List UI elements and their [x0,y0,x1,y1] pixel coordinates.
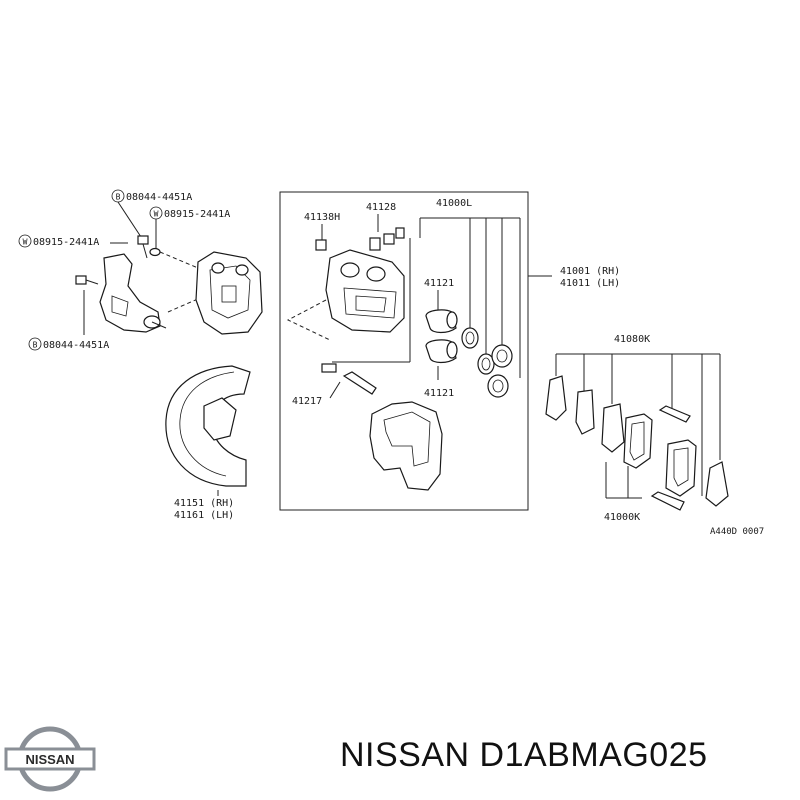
label-41138h: 41138H [304,212,340,223]
label-08915-2441a-top: 08915-2441A [164,209,230,220]
label-08915-2441a-left: 08915-2441A [33,237,99,248]
circled-letter-b-2: B [33,341,38,350]
label-41161-lh: 41161 (LH) [174,510,234,521]
label-41000l: 41000L [436,198,472,209]
caliper-bracket [369,401,443,491]
leader-41080k [555,353,721,496]
guide-pin-41217 [321,363,377,395]
pad-clip-lower [650,491,685,511]
steering-knuckle [99,253,167,333]
label-41080k: 41080K [614,334,650,345]
callout-41217: 41217 [292,381,341,407]
caliper-pin-bolts [369,214,405,251]
shim-far-right [705,461,729,507]
callout-08915-left: W 08915-2441A [18,234,128,248]
callout-08915-top: W 08915-2441A [149,206,230,248]
circled-letter-w-2: W [23,238,28,247]
splash-shield [165,365,251,487]
label-41000k: 41000K [604,512,640,523]
callout-caliper-assy: 41001 (RH) 41011 (LH) [528,266,620,289]
leader-41000k: 41000K [604,462,642,523]
piston-lower [425,339,458,364]
piston-boot-lower [487,374,509,398]
piston-boot-upper [491,344,513,368]
label-08044-4451a-top: 08044-4451A [126,192,192,203]
piston-upper [425,309,458,334]
caliper-body [325,249,405,333]
bleeder-screw [315,224,327,251]
label-08044-4451a-bottom: 08044-4451A [43,340,109,351]
caliper-exploded-frame [279,191,529,511]
callout-08044-top: B 08044-4451A [111,189,192,241]
callout-08044-bottom: B 08044-4451A [28,290,109,351]
washer-upper [149,247,161,257]
label-41121-bottom: 41121 [424,388,454,399]
label-41217: 41217 [292,396,322,407]
circled-letter-w: W [154,210,159,219]
callout-splash-shield: 41151 (RH) 41161 (LH) [174,490,234,521]
shim-inner [575,389,595,435]
bolt-lower [75,275,99,285]
shim-outer [545,375,567,421]
bolt-upper [137,235,149,259]
pad-clip-upper [658,405,691,423]
label-41001-rh: 41001 (RH) [560,266,620,277]
caliper-assembly-installed [195,251,263,335]
pad-outer [601,403,625,453]
brake-pad-rear [665,439,697,497]
circled-letter-b: B [116,193,121,202]
label-41121-top: 41121 [424,278,454,289]
label-41128: 41128 [366,202,396,213]
part-number-caption: NISSAN D1ABMAG025 [340,736,708,774]
diagram-code: A440D 0007 [710,527,764,537]
nissan-logo: NISSAN [4,726,96,792]
piston-seal-lower [477,353,495,375]
leader-41000l [332,217,521,378]
logo-text: NISSAN [25,752,74,767]
piston-seal-upper [461,327,479,349]
label-41011-lh: 41011 (LH) [560,278,620,289]
label-41151-rh: 41151 (RH) [174,498,234,509]
brake-pad-front [623,413,653,469]
